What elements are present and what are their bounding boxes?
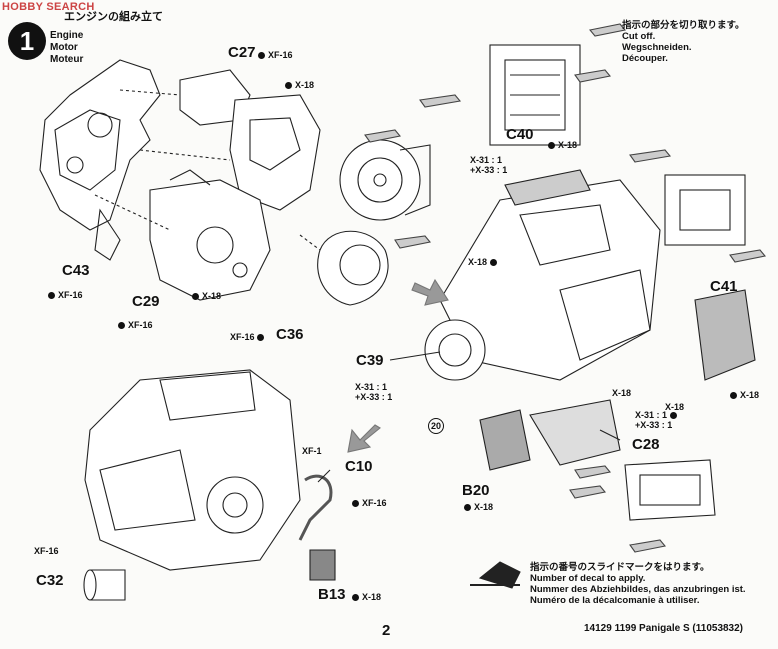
paint-label-b20-x18: X-18 [464, 502, 493, 512]
step-number-badge: 1 [8, 22, 46, 60]
part-label-c28: C28 [632, 436, 660, 453]
part-label-c40: C40 [506, 126, 534, 143]
paint-label-c40-x18: X-18 [548, 140, 577, 150]
paint-label-c28-x18: X-18 [665, 402, 685, 412]
cutoff-note-en: Cut off. [622, 31, 656, 42]
part-label-b13: B13 [318, 586, 346, 603]
part-label-c32: C32 [36, 572, 64, 589]
paint-label-c36: XF-16 [230, 332, 267, 342]
part-label-c27: C27 [228, 44, 256, 61]
cutoff-note-de: Wegschneiden. [622, 42, 692, 53]
paint-label-mid-x18: X-18 [468, 257, 500, 267]
step-title-french: Moteur [50, 54, 84, 65]
paint-label-c27: XF-16 [258, 50, 293, 60]
part-label-c41: C41 [710, 278, 738, 295]
decal-note-jp: 指示の番号のスライドマークをはります。 [530, 562, 710, 573]
paint-label-c32: XF-16 [34, 546, 59, 556]
cutoff-note-fr: Découper. [622, 53, 668, 64]
decal-note-en: Number of decal to apply. [530, 573, 646, 584]
part-label-c10: C10 [345, 458, 373, 475]
part-label-c36: C36 [276, 326, 304, 343]
decal-note-de: Nummer des Abziehbildes, das anzubringen… [530, 584, 746, 595]
paint-mix-c28: X-31 : 1 +X-33 : 1 [635, 410, 680, 430]
part-label-b20: B20 [462, 482, 490, 499]
paint-label-c29-x18: X-18 [192, 291, 221, 301]
footer-model-code: 14129 1199 Panigale S (11053832) [584, 623, 744, 634]
part-label-c29: C29 [132, 293, 160, 310]
part-label-c43: C43 [62, 262, 90, 279]
hobby-search-watermark: HOBBY SEARCH [2, 1, 95, 13]
decal-note-fr: Numéro de la décalcomanie à utiliser. [530, 595, 700, 606]
paint-label-c27-x18: X-18 [285, 80, 314, 90]
step-title: Engine Motor Moteur [50, 30, 83, 66]
step-title-german: Motor [50, 42, 78, 53]
paint-label-c43: XF-16 [48, 290, 83, 300]
paint-label-b13-x18: X-18 [352, 592, 381, 602]
paint-mix-c39: X-31 : 1 +X-33 : 1 [355, 382, 393, 402]
decal-number-badge: 20 [428, 418, 444, 434]
part-label-c39: C39 [356, 352, 384, 369]
paint-label-c41b-x18: X-18 [612, 388, 632, 398]
step-title-japanese: エンジンの組み立て [64, 11, 163, 23]
paint-label-c10-xf1: XF-1 [302, 446, 322, 456]
paint-label-c29: XF-16 [118, 320, 153, 330]
cutoff-note-jp: 指示の部分を切り取ります。 [622, 20, 745, 31]
paint-label-c10-xf16: XF-16 [352, 498, 387, 508]
step-title-english: Engine [50, 30, 84, 41]
decal-note: 指示の番号のスライドマークをはります。 Number of decal to a… [530, 562, 746, 606]
cutoff-note: 指示の部分を切り取ります。 Cut off. Wegschneiden. Déc… [622, 20, 745, 64]
page-number: 2 [382, 622, 391, 639]
paint-mix-c40: X-31 : 1 +X-33 : 1 [470, 155, 508, 175]
paint-label-c41-x18: X-18 [730, 390, 759, 400]
